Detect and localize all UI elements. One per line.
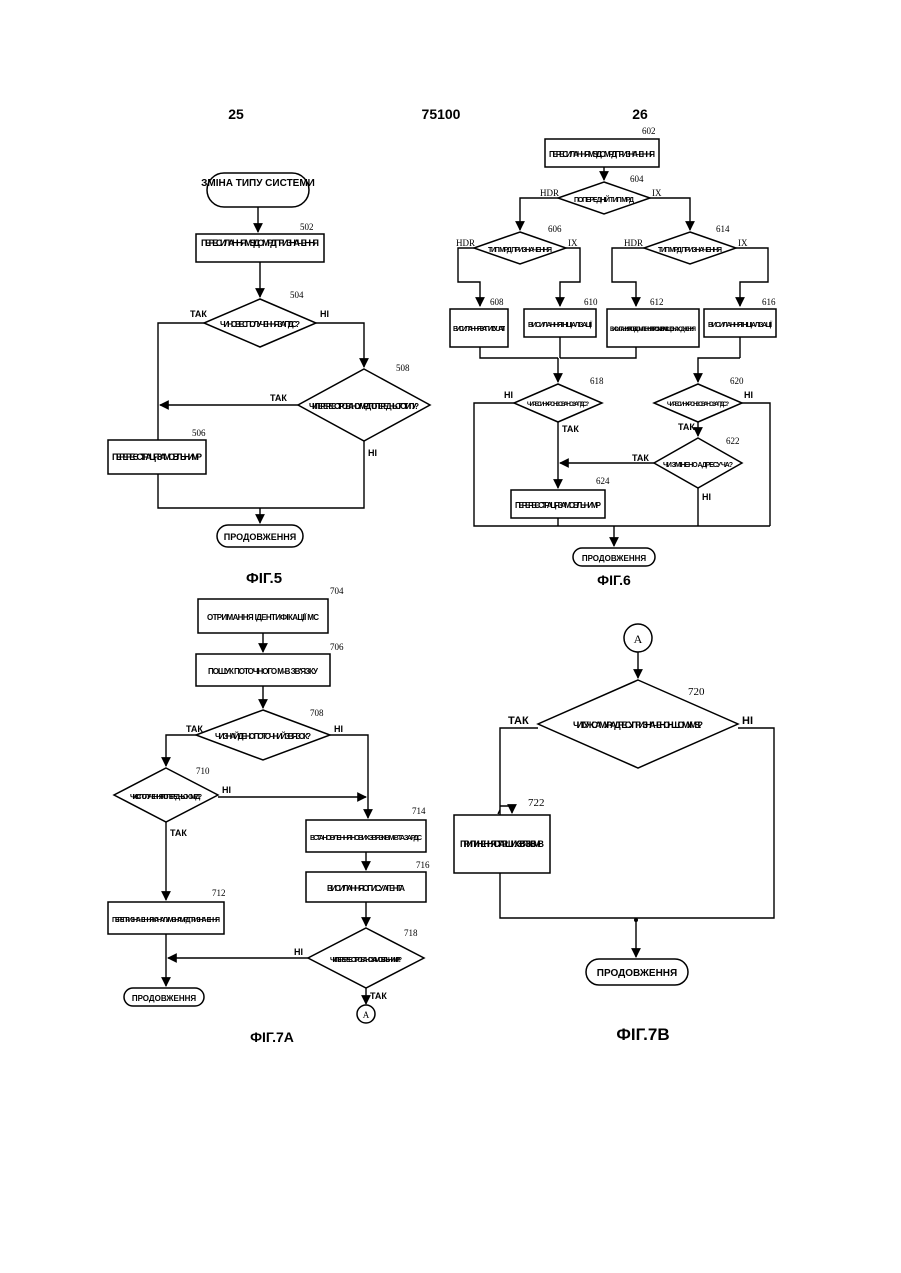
fig6-box-608-label: ВИСИЛАННЯ ЗАПИТУ UATI [453, 326, 506, 333]
fig7b-caption: ФІГ.7В [616, 1025, 669, 1044]
figure-5: ЗМІНА ТИПУ СИСТЕМИ 502 ПЕРЕСИЛАННЯ IMSI … [108, 173, 430, 587]
fig5-box-502-label: ПЕРЕСИЛАННЯ IMSI ДО МРД ПРИЗНАЧЕННЯ [201, 238, 319, 248]
fig6-606-ix: IX [568, 238, 578, 248]
fig6-ref-610: 610 [584, 297, 598, 307]
page-number-left: 25 [228, 106, 244, 122]
fig6-618-no: НІ [504, 390, 513, 400]
fig5-ref-504: 504 [290, 290, 304, 300]
fig5-504-yes: ТАК [190, 309, 207, 319]
fig7a-decision-708-label: ЧИ ЗНАЙДЕНО ПОТОЧНИЙ ЗВ'ЯЗОК? [215, 732, 311, 741]
fig6-decision-604-label: ПОПЕРЕДНІЙ ТИП МРД [574, 195, 634, 204]
fig7b-ref-720: 720 [688, 686, 705, 698]
fig7a-box-704-label: ОТРИМАННЯ ІДЕНТИФІКАЦІЇ МС [207, 613, 319, 622]
fig7b-decision-720-label: ЧИ ТУ Ж САМУ IP-АДРЕСУ ПРИЗНАЧЕНО ІНШОМУ… [573, 720, 703, 730]
figure-7b: A 720 ЧИ ТУ Ж САМУ IP-АДРЕСУ ПРИЗНАЧЕНО … [454, 624, 774, 1044]
fig6-ref-606: 606 [548, 224, 562, 234]
fig7a-caption: ФІГ.7А [250, 1029, 294, 1045]
fig7a-ref-710: 710 [196, 766, 210, 776]
fig6-ref-612: 612 [650, 297, 664, 307]
fig6-box-612-label: ВИСИЛАННЯ ПОВІДОМЛЕННЯ ПРО ЗМІНУ МІСЦЕЗН… [610, 327, 696, 333]
fig7a-box-714-label: ВСТАНОВЛЕННЯ НОВИХ ЗВ'ЯЗКІВ М-В ТА ЗА РД… [310, 835, 422, 842]
fig6-decision-614-label: ТИП МРД ПРИЗНАЧЕННЯ [658, 247, 722, 254]
fig7b-720-yes: ТАК [508, 715, 529, 727]
fig7a-ref-718: 718 [404, 928, 418, 938]
fig5-box-506-label: ПЕРЕРЕЄСТРАЦІЯ ЗА МОБІЛЬНИМ IP [112, 452, 202, 462]
fig5-decision-508-label: ЧИ ПЕРЕРЕЄСТРОВАНО У МРД ПОПЕРЕДНЬОГО ТИ… [309, 402, 419, 411]
fig7b-ref-722: 722 [528, 797, 545, 809]
fig7a-ref-708: 708 [310, 708, 324, 718]
patent-number: 75100 [422, 106, 461, 122]
fig7a-box-712-label: ПЕРЕПРИЗНАЧЕННЯ КАНАЛУ М-В НА МРД ПРИЗНА… [112, 917, 220, 924]
fig6-ref-622: 622 [726, 436, 740, 446]
fig6-622-no: НІ [702, 492, 711, 502]
fig6-decision-618-label: ЧИ РЕСИНХРОНІЗОВАНО ЗА ПДС? [527, 402, 589, 408]
figure-7a: 704 ОТРИМАННЯ ІДЕНТИФІКАЦІЇ МС 706 ПОШУК… [108, 586, 430, 1045]
fig5-ref-506: 506 [192, 428, 206, 438]
fig6-618-yes: ТАК [562, 424, 579, 434]
fig6-614-hdr: HDR [624, 238, 643, 248]
fig7a-box-716-label: ВИСИЛАННЯ ОПИСУ АГЕНТА [327, 884, 405, 893]
fig6-604-hdr: HDR [540, 188, 559, 198]
fig6-606-hdr: HDR [456, 238, 475, 248]
fig7a-ref-706: 706 [330, 642, 344, 652]
fig6-decision-606-label: ТИП МРД ПРИЗНАЧЕННЯ [488, 247, 552, 254]
fig6-ref-620: 620 [730, 376, 744, 386]
page-number-right: 26 [632, 106, 648, 122]
fig7b-720-no: НІ [742, 715, 753, 727]
fig6-620-no: НІ [744, 390, 753, 400]
fig7a-710-no: НІ [222, 785, 231, 795]
fig6-ref-602: 602 [642, 126, 656, 136]
fig7a-decision-718-label: ЧИ ПЕРЕРЕЄСТРОВАНО ЗА МОБІЛЬНИМ IP? [330, 957, 402, 964]
fig7a-connector-a-label: A [363, 1010, 370, 1020]
fig5-ref-502: 502 [300, 222, 314, 232]
fig7a-710-yes: ТАК [170, 828, 187, 838]
fig5-start-label: ЗМІНА ТИПУ СИСТЕМИ [201, 178, 315, 189]
fig7a-ref-704: 704 [330, 586, 344, 596]
fig7a-718-no: НІ [294, 947, 303, 957]
fig6-ref-624: 624 [596, 476, 610, 486]
fig6-decision-620-label: ЧИ РЕСИНХРОНІЗОВАНО ЗА ПДС? [667, 402, 729, 408]
fig7b-box-722-label: ПРИПИНЕННЯ СТАРІШИХ ЗВ'ЯЗКІВ М-В [460, 839, 545, 849]
fig6-decision-622-label: ЧИ ЗМІНЕНО АДРЕСУ ЧА? [663, 462, 733, 469]
fig7a-end-label: ПРОДОВЖЕННЯ [132, 994, 197, 1003]
fig6-box-602-label: ПЕРЕСИЛАННЯ IMSI ДО МРД ПРИЗНАЧЕННЯ [549, 150, 655, 159]
fig6-614-ix: IX [738, 238, 748, 248]
fig7a-708-no: НІ [334, 724, 343, 734]
fig6-ref-616: 616 [762, 297, 776, 307]
fig5-caption: ФІГ.5 [246, 570, 282, 587]
figure-6: 602 ПЕРЕСИЛАННЯ IMSI ДО МРД ПРИЗНАЧЕННЯ … [450, 126, 776, 588]
fig5-ref-508: 508 [396, 363, 410, 373]
fig6-622-yes: ТАК [632, 453, 649, 463]
fig7a-708-yes: ТАК [186, 724, 203, 734]
fig6-box-616-label: ВИСИЛАННЯ ІНІЦІАЛІЗАЦІЇ [708, 321, 773, 329]
fig5-decision-504-label: ЧИ НОВЕ СПОЛУЧЕННЯ ЗА ПДС? [220, 320, 300, 329]
fig7b-end-label: ПРОДОВЖЕННЯ [597, 968, 677, 979]
fig5-508-no: НІ [368, 448, 377, 458]
fig6-ref-618: 618 [590, 376, 604, 386]
fig6-box-624-label: ПЕРЕРЕЄСТРАЦІЯ ЗА МОБІЛЬНИМ IP [515, 501, 602, 510]
fig6-ref-608: 608 [490, 297, 504, 307]
fig6-ref-614: 614 [716, 224, 730, 234]
fig7a-ref-716: 716 [416, 860, 430, 870]
fig6-caption: ФІГ.6 [597, 572, 631, 588]
fig7b-connector-a-label: A [634, 632, 643, 646]
fig6-604-ix: IX [652, 188, 662, 198]
fig6-ref-604: 604 [630, 174, 644, 184]
fig7a-decision-710-label: ЧИ Є СПОЛУЧЕННЯ ПОПЕРЕДНЬОЮ МРД? [130, 794, 202, 801]
fig7a-718-yes: ТАК [370, 991, 387, 1001]
fig5-508-yes: ТАК [270, 393, 287, 403]
fig6-box-610-label: ВИСИЛАННЯ ІНІЦІАЛІЗАЦІЇ [528, 321, 593, 329]
fig6-end-label: ПРОДОВЖЕННЯ [582, 554, 647, 563]
fig5-504-no: НІ [320, 309, 329, 319]
fig7a-box-706-label: ПОШУК ПОТОЧНОГО М-В ЗВ'ЯЗКУ [208, 667, 319, 676]
fig5-end-label: ПРОДОВЖЕННЯ [224, 532, 296, 542]
fig7a-ref-712: 712 [212, 888, 226, 898]
fig7a-ref-714: 714 [412, 806, 426, 816]
fig6-620-yes: ТАК [678, 422, 695, 432]
